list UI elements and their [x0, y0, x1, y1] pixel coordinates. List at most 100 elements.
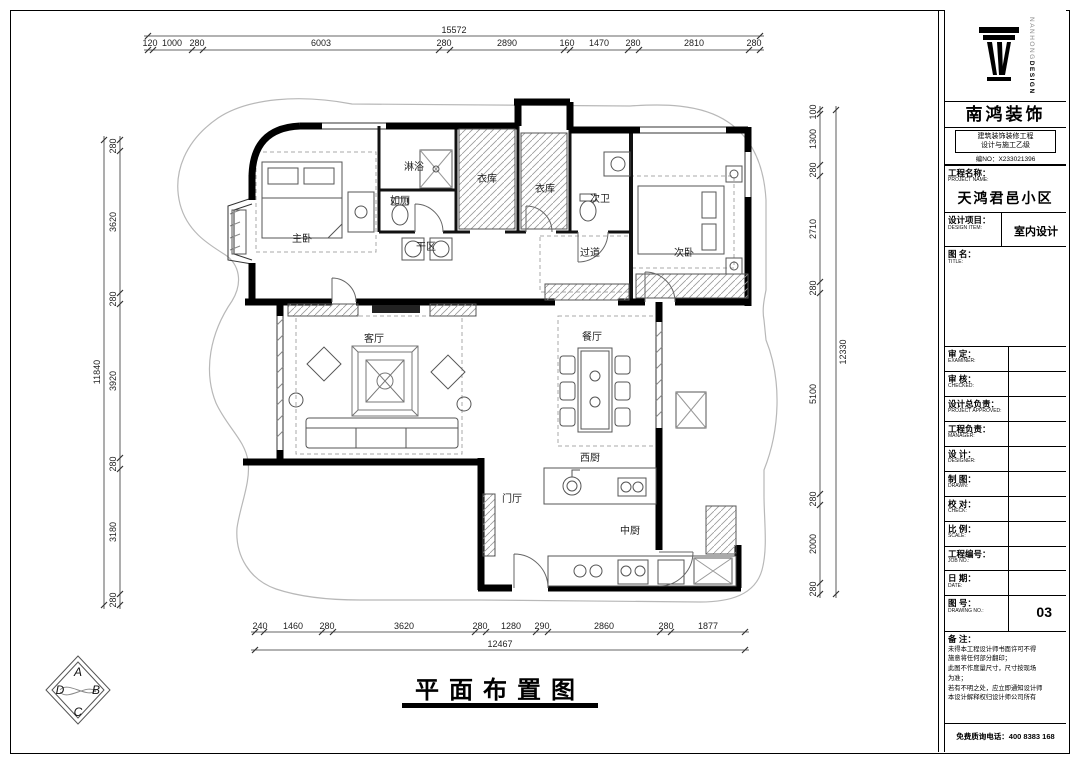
row-label: 制 图：	[948, 473, 976, 484]
column-logo-icon	[978, 27, 1019, 82]
windows	[227, 122, 752, 452]
room-closet2: 衣库	[535, 182, 555, 195]
site-outline	[177, 98, 778, 603]
svg-text:100: 100	[808, 104, 818, 119]
design-item-divider	[1000, 213, 1002, 247]
svg-text:1460: 1460	[283, 621, 303, 631]
drawing-title-cell: 图 名： TITLE:	[945, 247, 1066, 348]
drawing-no-cell: 图 号： DRAWING NO.: 03	[945, 596, 1066, 633]
row-label-en: DATE:	[948, 582, 963, 589]
note-line: 若有不明之处，应立即通知设计师	[948, 684, 1043, 692]
corner-diamond-logo: A B C D	[45, 655, 111, 725]
room-toilet: 如厕	[390, 194, 410, 207]
svg-text:1877: 1877	[698, 621, 718, 631]
floor-plan: 15572 120 1000 280 6003 280 2890 160 147…	[92, 25, 848, 654]
row-divider	[1007, 421, 1009, 446]
svg-text:3180: 3180	[108, 522, 118, 542]
logo-cell: NANHONGDESIGN	[945, 10, 1066, 102]
svg-text:1300: 1300	[808, 129, 818, 149]
row-designer: 设 计：DESIGNER:	[945, 446, 1066, 472]
row-job-no: 工程编号：JOB NO.:	[945, 546, 1066, 572]
svg-text:280: 280	[436, 38, 451, 48]
diamond-letter-c: C	[74, 705, 83, 719]
note-line: 施意将任何部分翻印；	[948, 655, 1011, 663]
project-label: 工程名称：	[948, 167, 991, 178]
row-checked: 审 核：CHECKED:	[945, 371, 1066, 397]
svg-text:2000: 2000	[808, 534, 818, 554]
svg-text:2890: 2890	[497, 38, 517, 48]
brand-en-2: DESIGN	[1028, 60, 1036, 95]
svg-text:3620: 3620	[394, 621, 414, 631]
row-label-en: DESIGNER:	[948, 457, 976, 464]
project-label-en: PROJECT NAME:	[948, 176, 989, 183]
brand-name-cell: 南鸿装饰	[945, 102, 1066, 128]
diamond-letter-d: D	[56, 683, 65, 697]
row-check: 校 对：CHECK:	[945, 496, 1066, 522]
titleblock-outer-line	[938, 10, 939, 752]
svg-text:280: 280	[658, 621, 673, 631]
partition-walls	[377, 126, 633, 302]
row-divider	[1007, 521, 1009, 546]
sheet-border	[10, 10, 1070, 754]
row-label-en: CHECK:	[948, 507, 967, 514]
plan-title: 平面布置图	[415, 677, 585, 704]
row-label: 审 核：	[948, 373, 976, 384]
svg-text:5100: 5100	[808, 384, 818, 404]
hotline: 免费质询电话：400 8383 168	[956, 732, 1055, 742]
svg-text:120: 120	[142, 38, 157, 48]
dim-top-total: 15572	[441, 25, 466, 35]
cert-no: 编NO：X233021396	[975, 155, 1036, 163]
row-scale: 比 例：SCALE:	[945, 521, 1066, 547]
row-project-approved: 设计总负责：PROJECT APPROVED:	[945, 396, 1066, 422]
dimension-texts: 15572 120 1000 280 6003 280 2890 160 147…	[92, 25, 848, 649]
diamond-letter-b: B	[92, 683, 100, 697]
row-label-en: SCALE:	[948, 532, 966, 539]
cert-line1: 建筑装饰装修工程	[977, 132, 1034, 140]
row-divider	[1007, 546, 1009, 571]
row-label: 工程负责：	[948, 423, 991, 434]
plan-title-underline	[402, 703, 598, 708]
drawing-no-label-en: DRAWING NO.:	[948, 607, 984, 614]
dim-left-total: 11840	[92, 360, 102, 384]
svg-text:1000: 1000	[162, 38, 182, 48]
svg-text:1280: 1280	[501, 621, 521, 631]
room-dry: 干区	[416, 241, 436, 253]
row-divider	[1007, 347, 1009, 371]
svg-text:280: 280	[808, 280, 818, 295]
svg-text:3920: 3920	[108, 371, 118, 391]
cert-box: 建筑装饰装修工程 设计与施工乙级	[955, 129, 1056, 153]
dim-bottom-total: 12467	[487, 639, 512, 649]
design-item-value: 室内设计	[1014, 226, 1058, 239]
row-label: 比 例：	[948, 523, 976, 534]
drawing-title-label-en: TITLE:	[948, 258, 964, 265]
diamond-letter-a: A	[73, 665, 82, 679]
svg-text:280: 280	[472, 621, 487, 631]
row-label-en: EXAMINER:	[948, 358, 976, 365]
svg-text:290: 290	[534, 621, 549, 631]
row-label-en: JOB NO.:	[948, 557, 970, 564]
dim-right-total: 12330	[838, 339, 848, 364]
svg-text:280: 280	[808, 162, 818, 177]
svg-text:280: 280	[108, 456, 118, 471]
svg-text:280: 280	[746, 38, 761, 48]
room-labels: 主卧 淋浴 如厕 衣库 衣库 次卫 干区 过道 次卧 客厅 餐厅 西厨 门厅 中…	[292, 160, 694, 537]
note-line: 本设计解释权归设计师公司所有	[948, 694, 1037, 702]
project-cell: 工程名称： PROJECT NAME: 天鸿君邑小区	[945, 166, 1066, 214]
row-drawn: 制 图：DRAWN:	[945, 471, 1066, 497]
row-label: 审 定：	[948, 349, 976, 360]
room-kitchen: 中厨	[620, 524, 640, 537]
row-divider	[1007, 371, 1009, 396]
room-dining: 餐厅	[582, 330, 602, 343]
cert-no-cell: 编NO：X233021396	[945, 154, 1066, 166]
row-label-en: MANAGER:	[948, 433, 975, 440]
room-foyer: 门厅	[502, 492, 522, 505]
svg-text:280: 280	[108, 291, 118, 306]
row-label-en: DRAWN:	[948, 482, 969, 489]
svg-text:280: 280	[625, 38, 640, 48]
row-label: 工程编号：	[948, 548, 991, 559]
svg-text:2860: 2860	[594, 621, 614, 631]
row-label: 设 计：	[948, 448, 976, 459]
svg-text:3620: 3620	[108, 212, 118, 232]
room-west-kitchen: 西厨	[580, 452, 600, 464]
svg-text:280: 280	[189, 38, 204, 48]
